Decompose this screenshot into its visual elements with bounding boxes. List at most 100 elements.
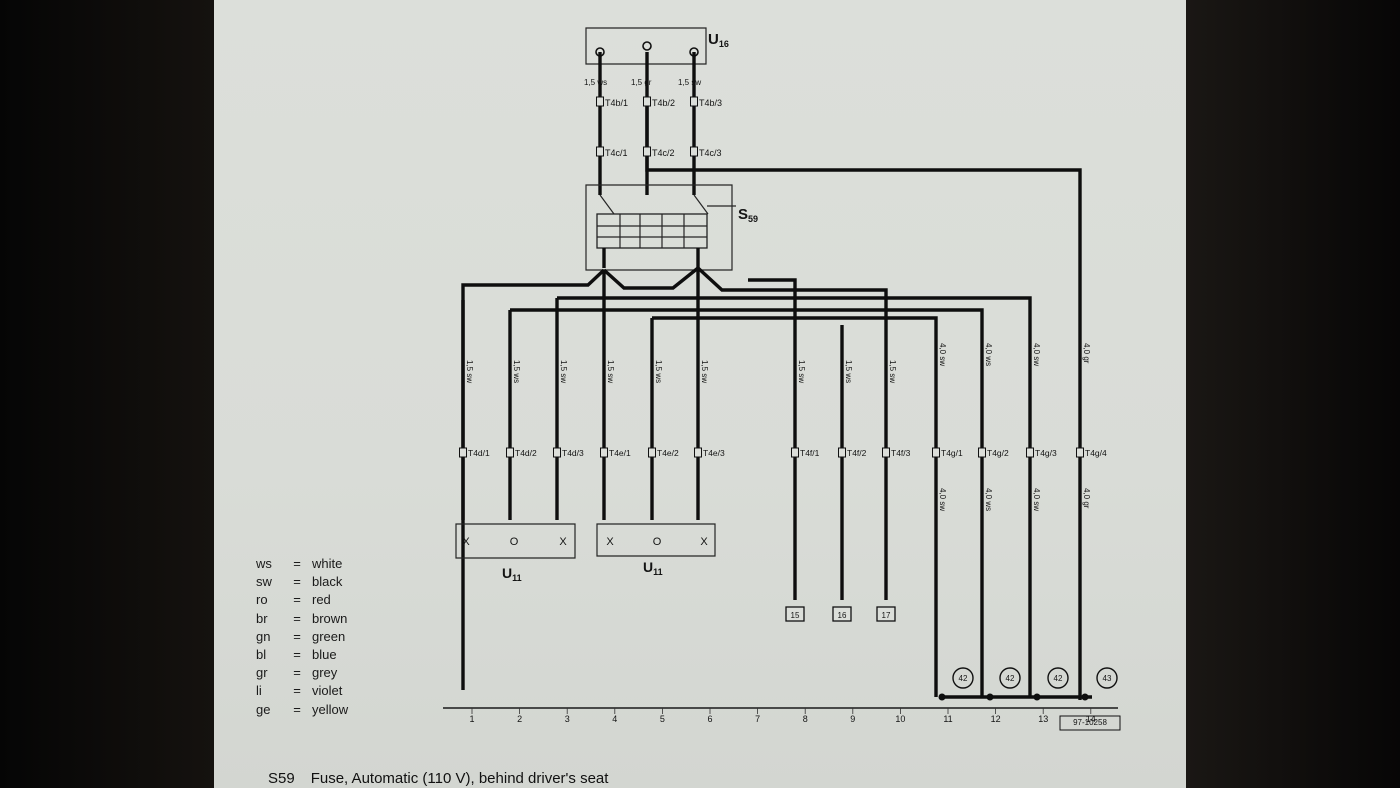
legend-code: br — [256, 610, 268, 626]
legend-meaning: red — [312, 592, 331, 608]
wire-gauge-label: 1,5 ws — [654, 360, 663, 383]
legend-row: ws=white — [256, 555, 348, 573]
wire-gauge-label-lower: 4,0 gr — [1082, 488, 1091, 509]
socket-terminal: X — [462, 536, 470, 548]
connector-mark — [694, 447, 702, 458]
legend-code: gr — [256, 665, 268, 681]
socket-terminal: X — [559, 536, 567, 548]
track-number: 3 — [565, 714, 570, 724]
legend-equals: = — [293, 701, 301, 717]
wire-gauge-label-lower: 4,0 ws — [984, 488, 993, 511]
track-number: 13 — [1038, 714, 1048, 724]
continuation-number: 17 — [882, 611, 891, 620]
track-number: 9 — [850, 714, 855, 724]
connector-mark — [882, 447, 890, 458]
wire-gauge-label: 1,5 sw — [559, 360, 568, 383]
legend-equals: = — [293, 610, 301, 626]
track-number: 4 — [612, 714, 617, 724]
socket-terminal: O — [653, 536, 662, 548]
monitor-bezel-left — [0, 0, 214, 788]
legend-row: gr=grey — [256, 664, 348, 682]
top-wire-label: 1,5 gr — [631, 78, 652, 87]
wire-connector-label: T4g/2 — [987, 448, 1009, 458]
connector-mark — [791, 447, 799, 458]
legend-meaning: grey — [312, 665, 338, 681]
wire-connector-label: T4f/3 — [891, 448, 911, 458]
legend-equals: = — [293, 592, 301, 608]
s59-inner-box — [596, 213, 708, 249]
legend-meaning: green — [312, 628, 346, 644]
wire-connector-label: T4e/1 — [609, 448, 631, 458]
wire-gauge-label: 1,5 ws — [844, 360, 853, 383]
socket1-outline — [455, 523, 576, 559]
track-number: 10 — [895, 714, 905, 724]
ground-number: 42 — [959, 674, 968, 683]
s59-outline — [585, 184, 733, 271]
wire-connector-label: T4d/2 — [515, 448, 537, 458]
wire-gauge-label: 1,5 ws — [512, 360, 521, 383]
connector-mark — [690, 96, 698, 107]
continuation-number: 15 — [791, 611, 800, 620]
track-number: 8 — [803, 714, 808, 724]
monitor-bezel-right — [1186, 0, 1400, 788]
ground-symbol — [1096, 667, 1118, 689]
continuation-box — [876, 606, 896, 622]
ground-number: 42 — [1006, 674, 1015, 683]
wire-gauge-label-lower: 4,0 sw — [1032, 488, 1041, 511]
legend-equals: = — [293, 683, 301, 699]
track-number: 6 — [707, 714, 712, 724]
legend-code: ro — [256, 592, 268, 608]
s59-output-stub — [602, 248, 700, 268]
bus-wire — [510, 308, 984, 697]
color-legend: ws=white sw=black ro=red br=brown gn=gre… — [256, 555, 348, 719]
junction-dot — [1033, 693, 1041, 701]
wire-labels: 1,5 ws 1,5 gr 1,5 sw 1,5 sw 1,5 ws 1,5 sw 1,5 … — [465, 78, 1091, 511]
wire-connector-label: T4g/1 — [941, 448, 963, 458]
legend-meaning: blue — [312, 647, 337, 663]
top-connector-label: T4b/3 — [699, 98, 722, 108]
ground-symbol — [1047, 667, 1069, 689]
connector-mark — [506, 447, 514, 458]
connector-mark — [643, 96, 651, 107]
track-number: 1 — [469, 714, 474, 724]
legend-meaning: yellow — [312, 701, 349, 717]
connector-mark — [690, 146, 698, 157]
top-connector-label: T4b/2 — [652, 98, 675, 108]
legend-row: ge=yellow — [256, 701, 348, 719]
wire-gauge-label: 1,5 sw — [700, 360, 709, 383]
legend-meaning: violet — [312, 683, 343, 699]
wire-gauge-label: 1,5 sw — [797, 360, 806, 383]
wire-connector-label: T4f/1 — [800, 448, 820, 458]
connector-mark — [932, 447, 940, 458]
socket2-label: U11 — [643, 559, 663, 577]
lower-connector-label: T4c/1 — [605, 148, 628, 158]
wire-connector-label: T4g/4 — [1085, 448, 1107, 458]
static-wiring — [455, 27, 1092, 700]
connector-mark — [1076, 447, 1084, 458]
s59-label: S59 — [738, 206, 758, 224]
ground-symbol — [952, 667, 974, 689]
wire-gauge-label: 4,0 ws — [984, 343, 993, 366]
legend-code: li — [256, 683, 262, 699]
legend-row: ro = red — [256, 591, 348, 609]
ground-number: 42 — [1054, 674, 1063, 683]
component-labels: U16 S59 U11 U11 97-10258 — [502, 31, 1107, 727]
track-number: 2 — [517, 714, 522, 724]
legend-meaning: black — [312, 574, 343, 590]
legend-meaning: brown — [312, 610, 348, 626]
socket2-outline — [596, 523, 716, 557]
wire-gauge-label: 1,5 sw — [888, 360, 897, 383]
junction-dot — [986, 693, 994, 701]
u16-outline — [585, 27, 707, 65]
wire-gauge-label: 1,5 sw — [606, 360, 615, 383]
continuation-box — [832, 606, 852, 622]
wire-connector-label: T4f/2 — [847, 448, 867, 458]
legend-row: br = brown — [256, 610, 348, 628]
legend-row: gn=green — [256, 628, 348, 646]
wire-connector-label: T4g/3 — [1035, 448, 1057, 458]
track-number: 14 — [1086, 714, 1096, 724]
legend-equals: = — [293, 574, 301, 590]
